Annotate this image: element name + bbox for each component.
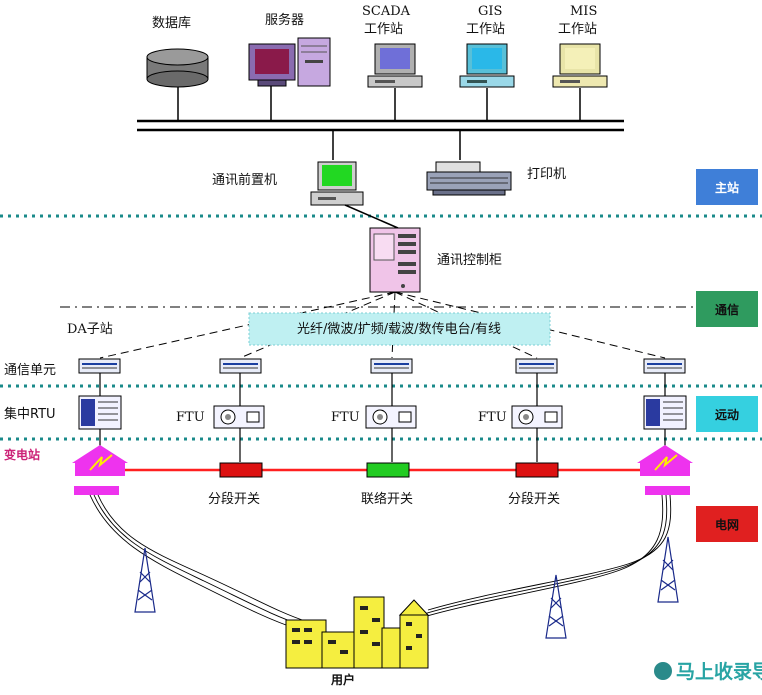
user-label: 用户	[330, 672, 355, 687]
database-icon[interactable]	[146, 48, 209, 88]
channel-band: 光纤/微波/扩频/载波/数传电台/有线	[248, 312, 551, 346]
user-buildings-icon[interactable]	[285, 596, 430, 669]
tie-switch[interactable]	[366, 462, 410, 478]
comm-unit-1[interactable]	[78, 358, 121, 374]
layer-separators	[0, 214, 762, 441]
gis-label-line2: 工作站	[466, 22, 505, 37]
remote-layer-box: 远动	[696, 396, 758, 432]
ftu-icon-1[interactable]	[213, 405, 265, 429]
sectional-switch-left-label: 分段开关	[208, 492, 260, 507]
database-label: 数据库	[152, 15, 191, 31]
transmission-cables	[89, 494, 672, 631]
sectional-switch-right[interactable]	[515, 462, 559, 478]
transmission-tower-icon-1	[134, 547, 156, 613]
substation-icon-left[interactable]	[72, 445, 128, 495]
scada-workstation-icon[interactable]	[367, 43, 423, 88]
master-layer-box: 主站	[696, 169, 758, 205]
comm-unit-5[interactable]	[643, 358, 686, 374]
printer-label: 打印机	[527, 167, 566, 182]
server-label: 服务器	[265, 12, 304, 28]
rtu-label: 集中RTU	[4, 406, 56, 422]
comm-layer-label: 通信	[715, 302, 739, 317]
gis-label-line1: GIS	[478, 4, 502, 19]
comm-layer-box: 通信	[696, 291, 758, 327]
sectional-switch-right-label: 分段开关	[508, 492, 560, 507]
comm-unit-3[interactable]	[370, 358, 413, 374]
lan-bus	[137, 86, 624, 160]
grid-layer-box: 电网	[696, 506, 758, 542]
rtu-icon-left[interactable]	[78, 395, 122, 430]
comm-unit-4[interactable]	[515, 358, 558, 374]
substation-label: 变电站	[4, 447, 40, 462]
control-cabinet-label: 通讯控制柜	[437, 253, 502, 268]
ftu-label-2: FTU	[331, 410, 360, 425]
control-cabinet-icon[interactable]	[369, 227, 421, 293]
watermark-logo: 马上收录导航	[654, 660, 762, 683]
rtu-icon-right[interactable]	[643, 395, 687, 430]
ftu-icon-3[interactable]	[511, 405, 563, 429]
mis-workstation-icon[interactable]	[552, 43, 608, 88]
transmission-tower-icon-2	[545, 574, 567, 639]
substation-icon-right[interactable]	[637, 445, 693, 495]
transmission-tower-icon-3	[657, 536, 679, 603]
ftu-label-3: FTU	[478, 410, 507, 425]
scada-label-line2: 工作站	[364, 22, 403, 37]
channel-label: 光纤/微波/扩频/载波/数传电台/有线	[297, 322, 501, 337]
mis-label-line1: MIS	[570, 4, 597, 19]
tie-switch-label: 联络开关	[361, 491, 413, 507]
grid-layer-label: 电网	[715, 517, 739, 532]
scada-label-line1: SCADA	[362, 4, 411, 19]
remote-layer-label: 远动	[715, 408, 739, 422]
printer-icon[interactable]	[426, 161, 512, 196]
front-end-label: 通讯前置机	[212, 172, 277, 188]
mis-label-line2: 工作站	[558, 22, 597, 37]
front-end-processor-icon[interactable]	[310, 161, 364, 206]
sectional-switch-left[interactable]	[219, 462, 263, 478]
comm-unit-2[interactable]	[219, 358, 262, 374]
watermark-text: 马上收录导航	[676, 660, 762, 683]
gis-workstation-icon[interactable]	[459, 43, 515, 88]
comm-unit-label: 通信单元	[4, 363, 56, 378]
comm-units	[78, 358, 686, 374]
ftu-icon-2[interactable]	[365, 405, 417, 429]
ftu-label-1: FTU	[176, 410, 205, 425]
server-icon[interactable]	[248, 37, 331, 87]
unit-links	[99, 373, 666, 462]
da-substation-label: DA子站	[67, 322, 113, 337]
master-layer-label: 主站	[715, 180, 739, 195]
